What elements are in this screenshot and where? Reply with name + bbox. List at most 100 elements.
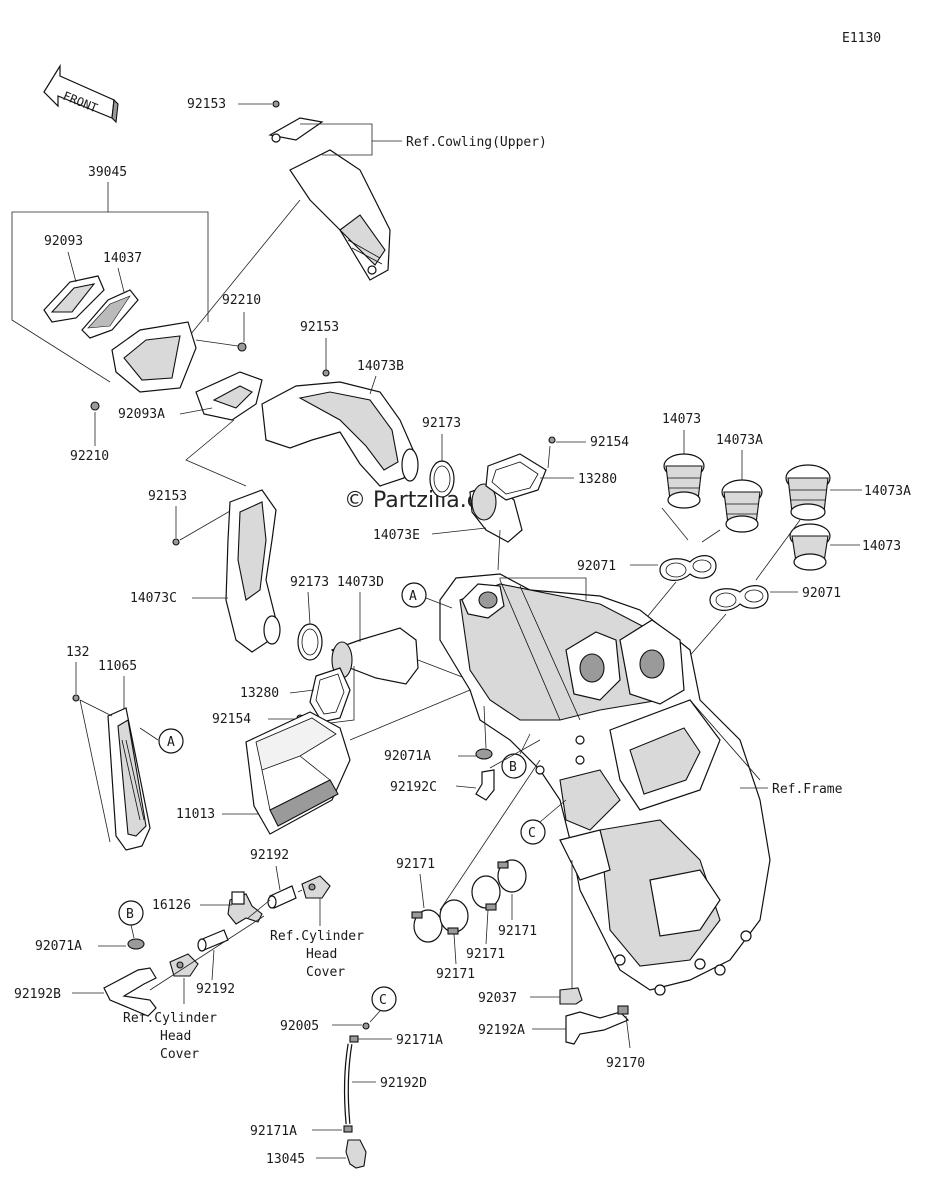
- part-92037: 92037: [478, 991, 517, 1006]
- part-92192B: 92192B: [14, 987, 61, 1002]
- nut-92210-r: [237, 342, 247, 352]
- clamp-92171A-low: [343, 1125, 353, 1133]
- part-92192-top: 92192: [250, 848, 289, 863]
- hose-92192C: [475, 769, 495, 801]
- fitting-cylinder-head-2: [169, 953, 199, 977]
- gasket-92071-right: [709, 585, 769, 611]
- nut-92210-l: [90, 401, 100, 411]
- part-92154-top: 92154: [590, 435, 629, 450]
- part-14073-b: 14073: [862, 539, 901, 554]
- part-92005: 92005: [280, 1019, 319, 1034]
- part-92171-b: 92171: [498, 924, 537, 939]
- front-arrow-icon: FRONT: [43, 63, 119, 124]
- part-92170: 92170: [606, 1056, 645, 1071]
- callout-a-left-label: A: [167, 735, 175, 750]
- part-14037: 14037: [103, 251, 142, 266]
- clamp-92170: [617, 1005, 629, 1015]
- fitting-92005: [362, 1022, 370, 1030]
- air-filter-11013: [245, 711, 351, 835]
- callout-a-left: [158, 728, 184, 754]
- intake-duct-14073B: [261, 381, 419, 487]
- part-14073A-a: 14073A: [716, 433, 763, 448]
- hose-92192A: [565, 1011, 630, 1045]
- gasket-92071-left: [659, 555, 717, 581]
- ref-cyl-head-2-a: Ref.Cylinder: [123, 1011, 217, 1026]
- part-39045: 39045: [88, 165, 127, 180]
- ref-cyl-head-2-c: Cover: [160, 1047, 199, 1062]
- grommet-92071A-top: [475, 748, 493, 760]
- velocity-stack-14073-a: [663, 453, 705, 509]
- part-92153-low: 92153: [148, 489, 187, 504]
- fitting-92037: [559, 987, 583, 1005]
- clamp-92173-top: [429, 460, 455, 498]
- ref-cyl-head-2-b: Head: [160, 1029, 191, 1044]
- ref-cowling-upper: Ref.Cowling(Upper): [406, 135, 547, 150]
- hose-92192B: [103, 967, 157, 1017]
- part-92153-top: 92153: [187, 97, 226, 112]
- intake-duct-14073C: [225, 489, 281, 653]
- gasket-13280-top: [485, 453, 547, 501]
- ref-cyl-head-1-a: Ref.Cylinder: [270, 929, 364, 944]
- joint-16126: [227, 891, 263, 925]
- part-14073E: 14073E: [373, 528, 420, 543]
- velocity-stack-14073-b: [789, 523, 831, 571]
- callout-c-bottom-label: C: [379, 993, 387, 1008]
- part-92192C: 92192C: [390, 780, 437, 795]
- part-92192D: 92192D: [380, 1076, 427, 1091]
- part-11065: 11065: [98, 659, 137, 674]
- part-92173-top: 92173: [422, 416, 461, 431]
- bolt-92153-top: [272, 100, 280, 108]
- callout-c-frame-label: C: [528, 826, 536, 841]
- plug-13045: [345, 1139, 367, 1169]
- part-92071A-top: 92071A: [384, 749, 431, 764]
- callout-a-frame: [401, 582, 427, 608]
- bolt-92153-low: [172, 538, 180, 546]
- cover-11065: [107, 707, 151, 851]
- callout-b-frame-label: B: [509, 760, 517, 775]
- part-92171A-low: 92171A: [250, 1124, 297, 1139]
- screw-132: [72, 694, 80, 702]
- hose-92192-low: [197, 929, 229, 952]
- hose-92192-top: [267, 885, 297, 909]
- part-92171-c: 92171: [466, 947, 505, 962]
- part-13045: 13045: [266, 1152, 305, 1167]
- part-92171-a: 92171: [396, 857, 435, 872]
- part-92171-d: 92171: [436, 967, 475, 982]
- part-92071-left: 92071: [577, 559, 616, 574]
- part-92210-l: 92210: [70, 449, 109, 464]
- diagram-id: E1130: [842, 31, 881, 46]
- mesh-screen-14037: [81, 289, 139, 339]
- part-14073-a: 14073: [662, 412, 701, 427]
- duct-cover-92093: [43, 275, 105, 323]
- part-92210-r: 92210: [222, 293, 261, 308]
- part-92154-low: 92154: [212, 712, 251, 727]
- ref-cyl-head-1-c: Cover: [306, 965, 345, 980]
- duct-housing-left: [111, 321, 197, 393]
- ref-cyl-head-1-b: Head: [306, 947, 337, 962]
- clamp-92173-low: [297, 623, 323, 661]
- part-92071A-low: 92071A: [35, 939, 82, 954]
- grommet-92071A-low: [127, 938, 145, 950]
- part-92171A-top: 92171A: [396, 1033, 443, 1048]
- duct-elbow-14073D: [330, 627, 419, 685]
- part-92192A: 92192A: [478, 1023, 525, 1038]
- callout-c-bottom: [371, 986, 397, 1012]
- part-92153-mid: 92153: [300, 320, 339, 335]
- clamp-92171-b: [439, 899, 469, 935]
- callout-b-frame: [501, 753, 527, 779]
- ref-frame: Ref.Frame: [772, 782, 843, 797]
- part-11013: 11013: [176, 807, 215, 822]
- bolt-92154-top: [548, 436, 556, 444]
- part-13280-low: 13280: [240, 686, 279, 701]
- bolt-92153-mid: [322, 369, 330, 377]
- velocity-stack-14073A-a: [721, 479, 763, 533]
- clamp-92171A-top: [349, 1035, 359, 1043]
- part-14073B: 14073B: [357, 359, 404, 374]
- part-92093: 92093: [44, 234, 83, 249]
- part-16126: 16126: [152, 898, 191, 913]
- part-92192-low: 92192: [196, 982, 235, 997]
- part-14073D: 14073D: [337, 575, 384, 590]
- fitting-cylinder-head-1: [301, 875, 331, 899]
